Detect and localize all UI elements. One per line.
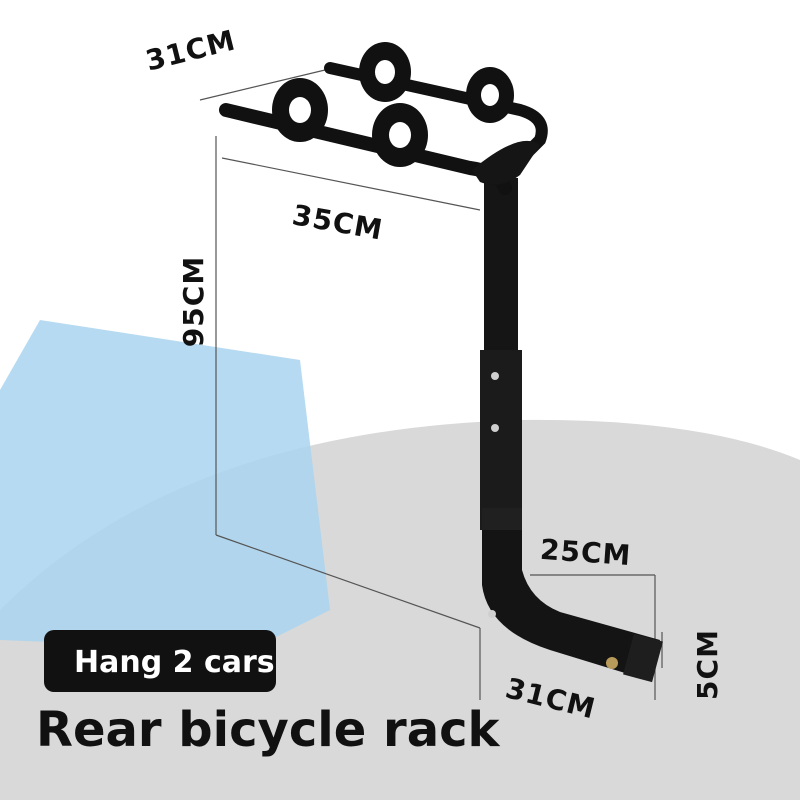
- dimension-hitch-rise: 25CM: [538, 532, 633, 573]
- bolt-3: [488, 610, 496, 618]
- badge-label: Hang 2 cars: [74, 645, 275, 680]
- dimension-height: 95CM: [177, 255, 211, 348]
- dimension-hitch-size: 5CM: [690, 629, 724, 700]
- mast-upper: [484, 178, 518, 368]
- hitch-pin: [606, 657, 618, 669]
- badge: [44, 630, 276, 692]
- mast-lower: [480, 350, 522, 530]
- product-title: Rear bicycle rack: [36, 702, 500, 758]
- arm-front: [219, 103, 512, 195]
- dimension-lines: [199, 69, 663, 700]
- bolt-1: [491, 372, 499, 380]
- blue-decor-shape: [0, 320, 330, 650]
- hitch-bend: [482, 530, 660, 680]
- cradle-holes: [289, 60, 499, 148]
- rack-body: [219, 42, 663, 683]
- hitch-end: [623, 633, 663, 683]
- bolt-2: [491, 424, 499, 432]
- arm-rear: [324, 62, 548, 166]
- arm-joint: [472, 140, 540, 185]
